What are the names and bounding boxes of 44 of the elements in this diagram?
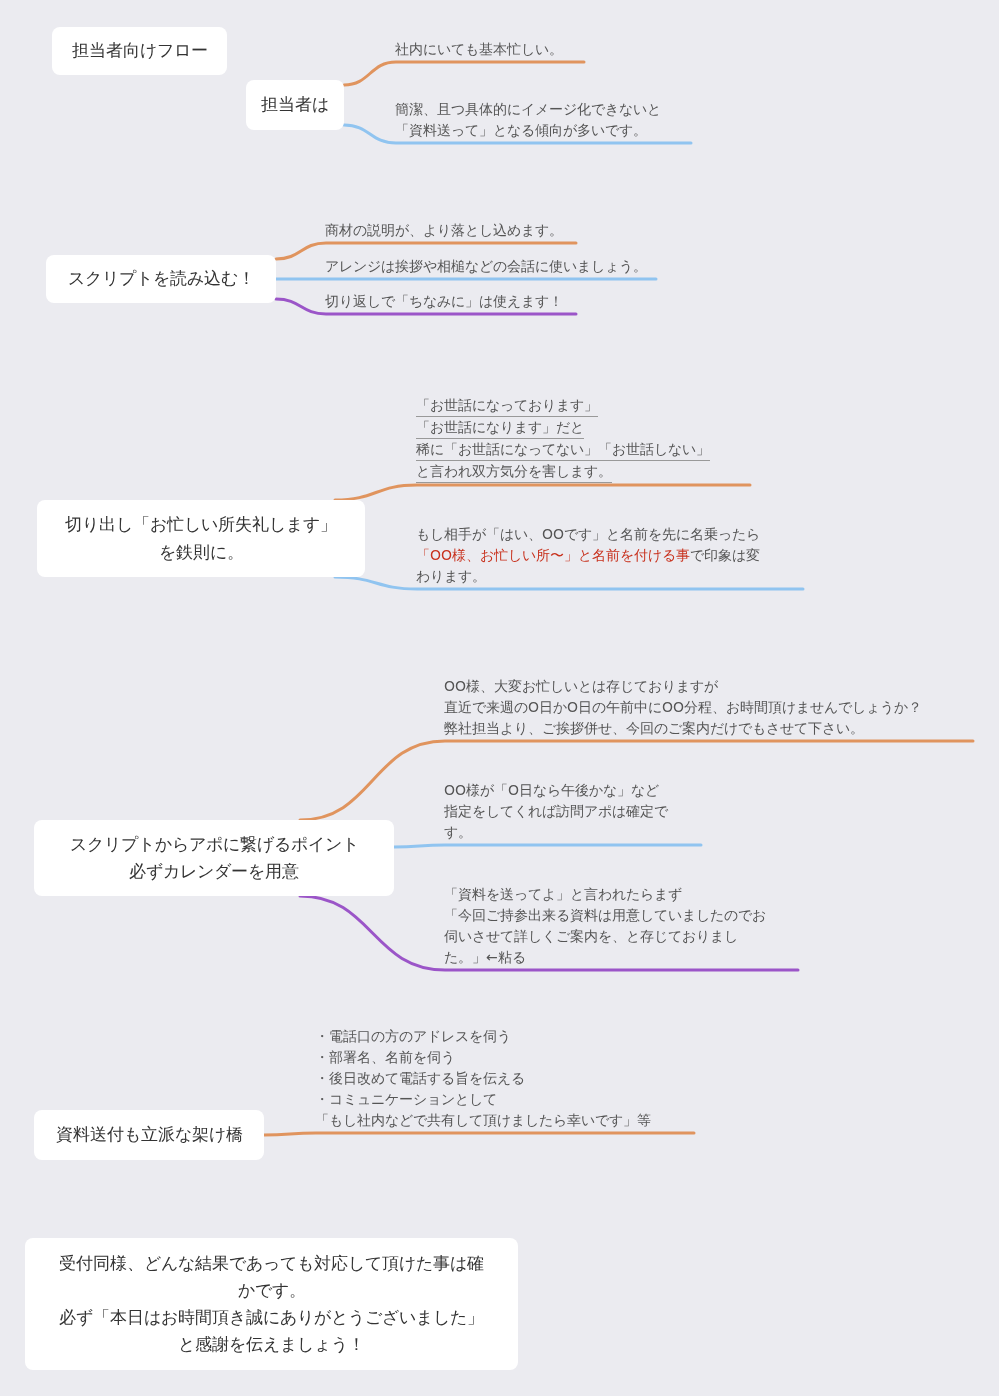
branch-text: アレンジは挨拶や相槌などの会話に使いましょう。 <box>325 257 648 276</box>
branch-text: 商材の説明が、より落とし込めます。 <box>325 221 564 240</box>
topic-box: 切り出し「お忙しい所失礼します」を鉄則に。 <box>37 500 365 577</box>
branch-text: もし相手が「はい、OOです」と名前を先に名乗ったら「OO様、お忙しい所〜」と名前を付ける事で印象は変わります。 <box>416 525 762 586</box>
branch-text: ・後日改めて電話する旨を伝える <box>315 1069 526 1088</box>
underlined-text: 「お世話になっております」 <box>416 395 598 417</box>
branch-text: ・部署名、名前を伺う <box>315 1048 456 1067</box>
branch-line <box>333 575 805 591</box>
branch-text: 社内にいても基本忙しい。 <box>395 40 564 59</box>
topic-text: 受付同様、どんな結果であっても対応して頂けた事は確かです。 <box>58 1251 485 1302</box>
branch-text: 「もし社内などで共有して頂けましたら幸いです」等 <box>315 1111 652 1130</box>
branch-text: 簡潔、且つ具体的にイメージ化できないと <box>395 100 662 119</box>
branch-line <box>274 241 578 261</box>
branch-line <box>262 1131 696 1137</box>
underlined-text: 「お世話になります」だと <box>416 417 584 439</box>
branch-text: 弊社担当より、ご挨拶併せ、今回のご案内だけでもさせて下さい。 <box>444 719 865 738</box>
topic-text: 必ずカレンダーを用意 <box>129 860 299 883</box>
topic-box <box>34 820 394 896</box>
branch-text: 切り返しで「ちなみに」は使えます！ <box>325 292 564 311</box>
branch-line <box>274 277 658 281</box>
topic-box: 資料送付も立派な架け橋 <box>34 1110 264 1160</box>
branch-text: OO様が「O日なら午後かな」など <box>444 781 661 800</box>
branch-line <box>298 894 800 972</box>
branch-text: 直近で来週のO日かO日の午前中にOO分程、お時間頂けませんでしょうか？ <box>444 698 924 717</box>
topic-text: 必ず「本日はお時間頂き誠にありがとうございました」と感謝を伝えましょう！ <box>58 1306 485 1357</box>
branch-line <box>333 483 752 502</box>
branch-line <box>342 123 693 145</box>
topic-box: 担当者は <box>246 80 344 130</box>
underlined-text: 稀に「お世話になってない」「お世話しない」 <box>416 439 710 461</box>
branch-line <box>392 843 703 849</box>
topic-box: 担当者向けフロー <box>52 27 227 75</box>
branch-line <box>298 739 975 822</box>
branch-text: 「今回ご持参出来る資料は用意していましたのでお伺いさせて詳しくご案内を、と存じておりました。」←粘る <box>444 906 767 967</box>
branch-text: 「資料送って」となる傾向が多いです。 <box>395 121 648 140</box>
branch-text: 指定をしてくれば訪問アポは確定です。 <box>444 802 669 842</box>
branch-text: ・電話口の方のアドレスを伺う <box>315 1027 512 1046</box>
topic-box: スクリプトを読み込む！ <box>46 255 276 303</box>
branch-text: 「資料を送ってよ」と言われたらまず <box>444 885 683 904</box>
branch-text: ・コミュニケーションとして <box>315 1090 498 1109</box>
branch-text: OO様、大変お忙しいとは存じておりますが <box>444 677 720 696</box>
underlined-text: と言われ双方気分を害します。 <box>416 461 612 483</box>
branch-line <box>342 60 586 87</box>
branch-line <box>274 297 578 316</box>
topic-text: スクリプトからアポに繋げるポイント <box>69 832 359 856</box>
